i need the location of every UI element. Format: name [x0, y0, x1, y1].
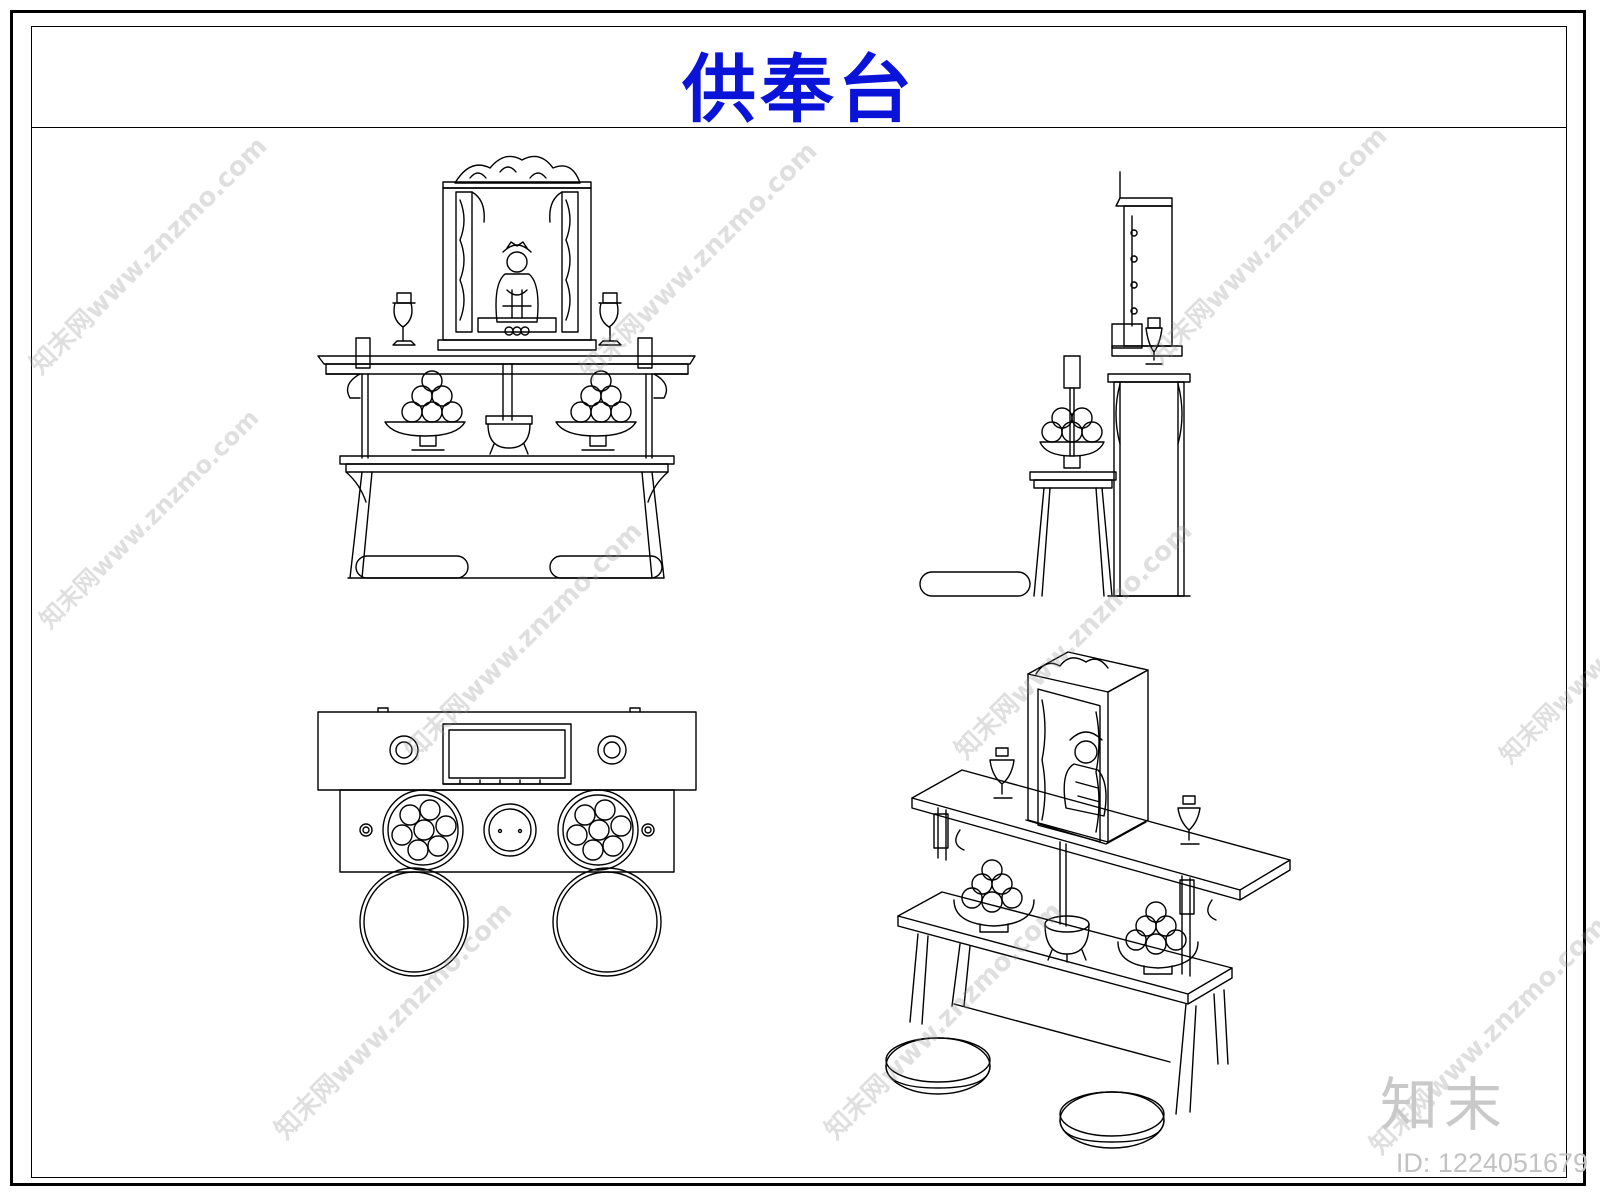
candle-holders-front: [392, 292, 622, 346]
perspective-view: [885, 651, 1291, 1149]
shrine-cabinet-front: [437, 155, 597, 351]
front-elevation-view: [317, 155, 696, 579]
upper-altar-table-front: [317, 337, 696, 459]
drawing-border-inner: [31, 26, 1567, 1178]
side-elevation-view: [919, 171, 1191, 597]
watermark-logo: 知末: [1379, 1071, 1508, 1139]
drawing-title: 供奉台: [682, 47, 916, 133]
kneeling-cushions-front: [355, 555, 663, 579]
drawing-border-outer: [10, 10, 1586, 1186]
plan-view: [317, 707, 697, 977]
watermark-id: ID: 1224051679: [1395, 1148, 1588, 1178]
offerings-front: [384, 370, 637, 455]
title-block: 供奉台: [31, 26, 1567, 132]
